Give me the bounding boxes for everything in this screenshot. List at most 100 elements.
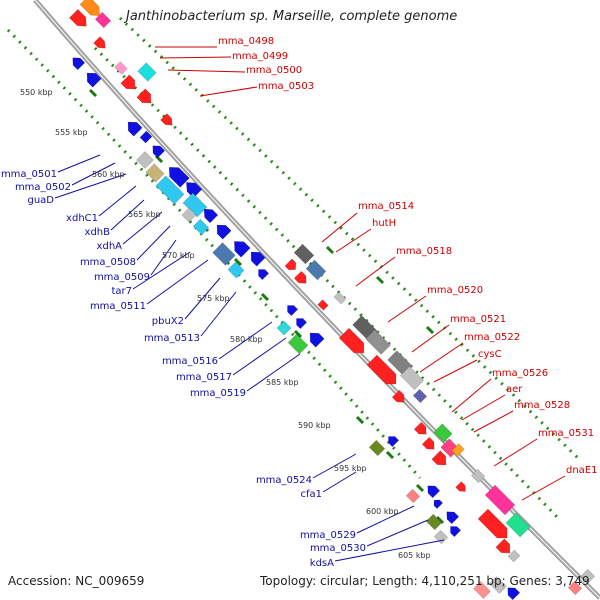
gene-feature[interactable] xyxy=(182,192,208,218)
gene-feature[interactable] xyxy=(213,221,232,240)
gene-feature[interactable] xyxy=(136,88,155,107)
gene-label-mma_0514[interactable]: mma_0514 xyxy=(358,201,414,212)
gene-feature[interactable] xyxy=(421,436,438,453)
gene-feature[interactable] xyxy=(317,299,329,311)
gene-feature[interactable] xyxy=(443,508,460,525)
gene-feature[interactable] xyxy=(155,175,185,205)
gene-feature[interactable] xyxy=(120,74,139,93)
gene-feature[interactable] xyxy=(455,481,469,495)
gene-feature[interactable] xyxy=(83,69,102,88)
gene-feature[interactable] xyxy=(192,218,210,236)
gene-label-mma_0511[interactable]: mma_0511 xyxy=(90,301,146,312)
gene-feature[interactable] xyxy=(212,242,236,266)
gene-feature[interactable] xyxy=(431,497,444,510)
gene-feature[interactable] xyxy=(489,576,507,594)
gene-feature[interactable] xyxy=(227,261,245,279)
gene-label-mma_0516[interactable]: mma_0516 xyxy=(162,356,218,367)
gene-feature[interactable] xyxy=(333,291,347,305)
gene-label-mma_0518[interactable]: mma_0518 xyxy=(396,246,452,257)
gene-feature[interactable] xyxy=(287,333,309,355)
gene-label-mma_0529[interactable]: mma_0529 xyxy=(300,530,356,541)
gene-feature[interactable] xyxy=(473,581,491,599)
gene-feature[interactable] xyxy=(306,329,325,348)
gene-feature[interactable] xyxy=(114,61,128,75)
gene-feature[interactable] xyxy=(391,389,408,406)
gene-feature[interactable] xyxy=(433,423,453,443)
gene-label-mma_0509[interactable]: mma_0509 xyxy=(94,272,150,283)
gene-feature[interactable] xyxy=(145,163,165,183)
gene-label-kdsA[interactable]: kdsA xyxy=(310,558,334,569)
gene-label-mma_0531[interactable]: mma_0531 xyxy=(538,428,594,439)
gene-label-xdhA[interactable]: xdhA xyxy=(97,241,123,252)
gene-feature[interactable] xyxy=(69,54,86,71)
gene-feature[interactable] xyxy=(567,580,583,596)
gene-label-aer[interactable]: aer xyxy=(506,384,523,395)
gene-feature[interactable] xyxy=(93,36,109,52)
gene-label-cysC[interactable]: cysC xyxy=(478,349,502,360)
gene-feature[interactable] xyxy=(247,248,266,267)
gene-feature[interactable] xyxy=(284,258,299,273)
gene-label-mma_0498[interactable]: mma_0498 xyxy=(218,36,274,47)
gene-feature[interactable] xyxy=(136,151,154,169)
gene-feature[interactable] xyxy=(165,163,190,188)
gene-feature[interactable] xyxy=(338,327,369,358)
gene-feature[interactable] xyxy=(505,512,531,538)
gene-feature[interactable] xyxy=(293,315,308,330)
gene-feature[interactable] xyxy=(504,584,521,600)
gene-feature[interactable] xyxy=(451,443,465,457)
gene-feature[interactable] xyxy=(160,113,176,129)
gene-feature[interactable] xyxy=(425,513,443,531)
gene-label-mma_0501[interactable]: mma_0501 xyxy=(1,169,57,180)
gene-label-mma_0508[interactable]: mma_0508 xyxy=(80,257,136,268)
gene-feature[interactable] xyxy=(139,130,153,144)
gene-label-guaD[interactable]: guaD xyxy=(27,195,54,206)
gene-label-dnaE1[interactable]: dnaE1 xyxy=(566,465,598,476)
gene-feature[interactable] xyxy=(124,118,143,137)
gene-feature[interactable] xyxy=(365,329,391,355)
gene-feature[interactable] xyxy=(293,270,310,287)
gene-label-xdhC1[interactable]: xdhC1 xyxy=(66,213,98,224)
gene-feature[interactable] xyxy=(484,484,516,516)
gene-feature[interactable] xyxy=(181,207,197,223)
gene-feature[interactable] xyxy=(284,302,299,317)
gene-feature[interactable] xyxy=(68,8,90,30)
gene-feature[interactable] xyxy=(399,365,425,391)
gene-feature[interactable] xyxy=(495,538,514,557)
gene-feature[interactable] xyxy=(580,568,596,584)
gene-feature[interactable] xyxy=(431,450,450,469)
gene-label-mma_0530[interactable]: mma_0530 xyxy=(310,543,366,554)
gene-feature[interactable] xyxy=(94,11,112,29)
gene-labels[interactable]: mma_0501 mma_0502 guaD xdhC1 xdhB xdhA mma_050… xyxy=(1,36,598,569)
gene-label-mma_0521[interactable]: mma_0521 xyxy=(450,314,506,325)
gene-label-mma_0520[interactable]: mma_0520 xyxy=(427,285,483,296)
gene-feature[interactable] xyxy=(385,433,400,448)
gene-feature[interactable] xyxy=(447,523,462,538)
gene-label-mma_0528[interactable]: mma_0528 xyxy=(514,400,570,411)
gene-feature[interactable] xyxy=(305,259,327,281)
gene-label-mma_0503[interactable]: mma_0503 xyxy=(258,81,314,92)
gene-label-mma_0500[interactable]: mma_0500 xyxy=(246,65,302,76)
gene-feature[interactable] xyxy=(230,237,251,258)
gene-label-tar7[interactable]: tar7 xyxy=(111,286,132,297)
gene-label-hutH[interactable]: hutH xyxy=(372,218,396,229)
gene-label-mma_0499[interactable]: mma_0499 xyxy=(232,51,288,62)
gene-label-pbuX2[interactable]: pbuX2 xyxy=(152,316,184,327)
gene-label-xdhB[interactable]: xdhB xyxy=(85,227,111,238)
gene-feature[interactable] xyxy=(433,529,449,545)
gene-label-mma_0519[interactable]: mma_0519 xyxy=(190,388,246,399)
gene-feature[interactable] xyxy=(413,421,430,438)
gene-feature[interactable] xyxy=(412,388,428,404)
gene-feature[interactable] xyxy=(470,468,486,484)
gene-feature[interactable] xyxy=(507,549,521,563)
gene-feature[interactable] xyxy=(477,508,512,543)
gene-feature[interactable] xyxy=(255,266,270,281)
gene-feature[interactable] xyxy=(200,205,219,224)
gene-feature[interactable] xyxy=(405,488,421,504)
gene-label-cfa1[interactable]: cfa1 xyxy=(300,489,322,500)
gene-label-mma_0526[interactable]: mma_0526 xyxy=(492,368,548,379)
gene-label-mma_0502[interactable]: mma_0502 xyxy=(15,182,71,193)
gene-label-mma_0513[interactable]: mma_0513 xyxy=(144,333,200,344)
gene-feature[interactable] xyxy=(368,439,386,457)
gene-feature[interactable] xyxy=(276,320,292,336)
gene-label-mma_0522[interactable]: mma_0522 xyxy=(464,332,520,343)
